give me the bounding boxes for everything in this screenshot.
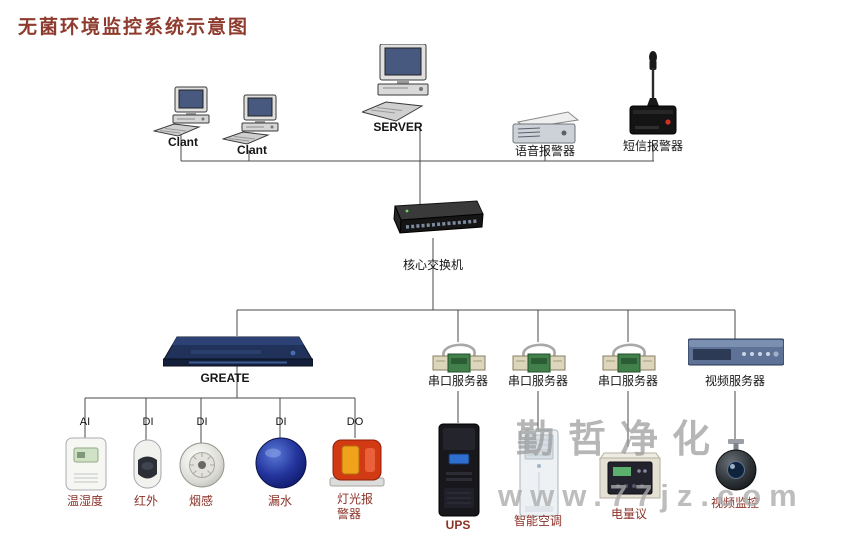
watermark-text-1: 勤哲净化	[516, 419, 725, 461]
sms-alarm-label: 短信报警器	[622, 139, 683, 153]
ac-cabinet-icon	[519, 429, 559, 517]
smart-ac-device	[515, 428, 563, 518]
power-meter-label: 电量议	[610, 507, 647, 521]
ups-label: UPS	[445, 518, 471, 532]
temp-humidity-label: 温湿度	[66, 494, 103, 508]
water-leak-label: 漏水	[267, 494, 292, 508]
client-computer-2	[221, 94, 284, 146]
camera-icon	[715, 439, 757, 491]
siren-icon	[329, 439, 385, 487]
voice-alarm-icon	[512, 111, 580, 144]
infrared-label: 红外	[133, 494, 158, 508]
port-tag-di-3: DI	[275, 416, 287, 428]
smoke-label: 烟感	[188, 494, 213, 508]
serial-server-icon	[512, 343, 566, 373]
port-tag-do: DO	[346, 416, 364, 428]
serial-server-3-device	[602, 340, 656, 376]
client1-label: Clant	[168, 135, 198, 149]
serial-server-icon	[602, 343, 656, 373]
video-monitor-camera	[710, 438, 762, 492]
video-server-label: 视频服务器	[704, 374, 765, 388]
server-computer	[360, 43, 436, 124]
port-tag-di-1: DI	[142, 416, 154, 428]
smart-ac-label: 智能空调	[513, 514, 562, 528]
video-server-icon	[687, 338, 785, 366]
computer-icon	[221, 94, 279, 145]
client-computer-1	[152, 86, 215, 138]
antenna-icon	[629, 51, 677, 135]
serial-server-1-label: 串口服务器	[427, 374, 488, 388]
server-label: SERVER	[373, 120, 423, 134]
core-switch-device	[383, 200, 485, 240]
pir-icon	[133, 439, 162, 489]
port-tag-ai: AI	[79, 416, 91, 428]
sensor-box-icon	[65, 437, 107, 491]
infrared-sensor	[126, 438, 168, 492]
power-meter-device	[598, 445, 662, 501]
video-monitor-label: 视频监控	[710, 496, 759, 510]
rack-controller-icon	[162, 336, 314, 367]
smoke-detector-icon	[179, 442, 225, 488]
computer-icon	[152, 86, 210, 137]
greate-label: GREATE	[200, 371, 250, 385]
port-tag-di-2: DI	[196, 416, 208, 428]
light-alarm-device	[329, 436, 385, 488]
water-leak-sensor	[254, 436, 308, 490]
temp-humidity-sensor	[64, 436, 108, 492]
page-title: 无菌环境监控系统示意图	[18, 17, 250, 38]
light-alarm-label: 灯光报警器	[337, 492, 374, 521]
greate-controller-device	[162, 331, 314, 369]
client2-label: Clant	[237, 143, 267, 157]
serial-server-1-device	[432, 340, 486, 376]
voice-alarm-label: 语音报警器	[514, 144, 575, 158]
ups-tower-icon	[438, 423, 480, 517]
sms-alarm-device	[623, 50, 683, 142]
serial-server-2-label: 串口服务器	[507, 374, 568, 388]
core-switch-label: 核心交换机	[402, 258, 463, 272]
power-meter-icon	[599, 452, 661, 499]
watermark-text-2: www.77jz.com	[498, 478, 805, 513]
serial-server-2-device	[512, 340, 566, 376]
server-icon	[360, 43, 429, 122]
serial-server-3-label: 串口服务器	[597, 374, 658, 388]
voice-alarm-device	[510, 106, 582, 148]
serial-server-icon	[432, 343, 486, 373]
smoke-detector	[178, 441, 226, 489]
switch-icon	[393, 200, 484, 234]
water-leak-icon	[255, 437, 307, 489]
video-server-device	[687, 336, 785, 370]
ups-device	[434, 422, 484, 518]
